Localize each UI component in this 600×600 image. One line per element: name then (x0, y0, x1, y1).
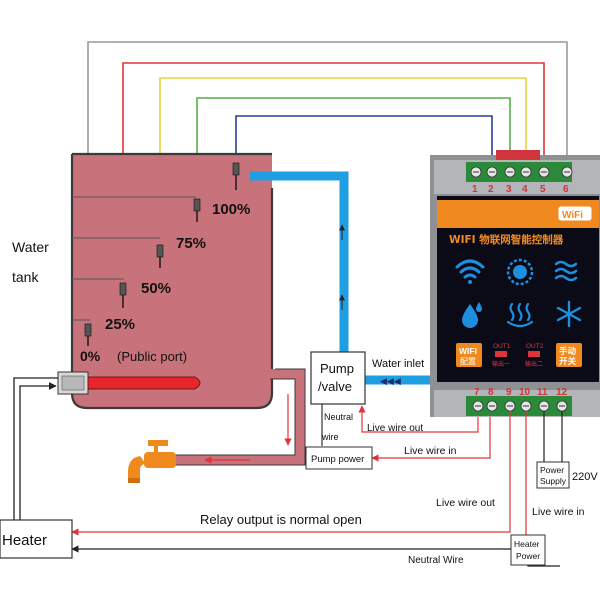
pump-power-box (305, 446, 373, 470)
wifi-config-label-line2: 配置 (460, 357, 476, 366)
sun-temperature-icon (506, 258, 534, 286)
pump-label-line1: Pump (320, 361, 354, 376)
power-supply-label-line2: Supply (540, 476, 567, 486)
top-terminal-block (470, 166, 573, 178)
terminal-6-label: 6 (563, 184, 569, 195)
probe-75-icon (193, 198, 201, 222)
heater-box (0, 519, 73, 559)
water-tank (70, 152, 274, 410)
terminal-4-label: 4 (522, 184, 528, 195)
neutral-wire-label: Neutral Wire (408, 555, 464, 566)
heater-element-wires (13, 377, 58, 520)
pump-live-wire-in-label: Live wire in (404, 445, 457, 457)
power-supply-label-line1: Power (540, 465, 564, 475)
terminal-10-label: 10 (519, 387, 531, 398)
green-wire (196, 97, 511, 200)
level-75-label: 75% (176, 235, 206, 252)
blue-wire (235, 115, 493, 163)
relay-note-label: Relay output is normal open (200, 512, 362, 527)
heating-icon (506, 302, 534, 328)
controller-title: WIFI 物联网智能控制器 (449, 233, 564, 246)
manual-switch-button[interactable] (556, 343, 582, 367)
heater-live-wire-in-label: Live wire in (532, 506, 585, 518)
svg-text:◀◀◀: ◀◀◀ (380, 377, 401, 387)
terminal-5-label: 5 (540, 184, 546, 195)
heater-wires (71, 411, 560, 567)
heater-power-label-line2: Power (516, 551, 540, 561)
terminal-2-label: 2 (488, 184, 494, 195)
waves-icon (554, 260, 578, 282)
pump-live-wire-out-label: Live wire out (367, 423, 423, 434)
out2-label: OUT2 (526, 343, 544, 350)
water-tank-label-line1: Water (12, 239, 49, 255)
probe-25-icon (119, 282, 127, 308)
voltage-label: 220V (572, 471, 598, 483)
level-50-label: 50% (141, 280, 171, 297)
probe-icons (84, 162, 240, 346)
out2-indicator (528, 351, 540, 357)
pump-valve-box (310, 351, 366, 405)
level-25-label: 25% (105, 316, 135, 333)
terminal-3-label: 3 (506, 184, 512, 195)
probe-50-icon (156, 244, 164, 268)
water-tank-label-line2: tank (12, 269, 39, 285)
terminal-12-label: 12 (556, 387, 568, 398)
out1-label: OUT1 (493, 343, 511, 350)
level-0-label: 0% (80, 348, 101, 364)
terminal-11-label: 11 (537, 387, 548, 398)
heater-power-label-line1: Heater (514, 539, 540, 549)
manual-switch-label-line1: 手动 (559, 346, 577, 357)
wifi-badge (557, 205, 593, 222)
terminal-9-label: 9 (506, 387, 512, 398)
public-port-label: (Public port) (117, 349, 187, 364)
wifi-icon (455, 259, 485, 284)
water-drop-icon (462, 302, 482, 328)
out1-sublabel: 输出一 (492, 360, 510, 368)
heater-live-wire-out-label: Live wire out (436, 497, 495, 509)
terminal-8-label: 8 (488, 387, 494, 398)
wifi-badge-label: WiFi (562, 210, 583, 221)
probe-100-icon (232, 162, 240, 190)
water-inlet-label: Water inlet (372, 358, 424, 370)
out2-sublabel: 输出二 (525, 360, 543, 368)
snowflake-icon (556, 300, 582, 328)
wifi-config-label-line1: WIFI (459, 346, 477, 356)
bottom-terminal-block (472, 400, 568, 412)
neutral-wire-label-line1: Neutral (324, 412, 353, 422)
terminal-1-label: 1 (472, 184, 478, 195)
pump-label-line2: /valve (318, 379, 352, 394)
heater-element-icon (57, 371, 201, 395)
neutral-wire-label-line2: wire (321, 432, 339, 442)
power-supply-box (536, 461, 570, 489)
controller-device (430, 150, 600, 417)
level-100-label: 100% (212, 201, 250, 218)
terminal-7-label: 7 (474, 387, 480, 398)
out1-indicator (495, 351, 507, 357)
heater-power-box (510, 534, 546, 566)
wifi-config-button[interactable] (456, 343, 482, 367)
pump-power-label: Pump power (311, 454, 364, 465)
manual-switch-label-line2: 开关 (559, 356, 577, 367)
power-supply-wires (543, 411, 563, 462)
faucet-icon (128, 440, 176, 483)
drain-pipe (172, 368, 306, 466)
probe-0-icon (84, 323, 92, 346)
heater-label: Heater (2, 532, 47, 549)
